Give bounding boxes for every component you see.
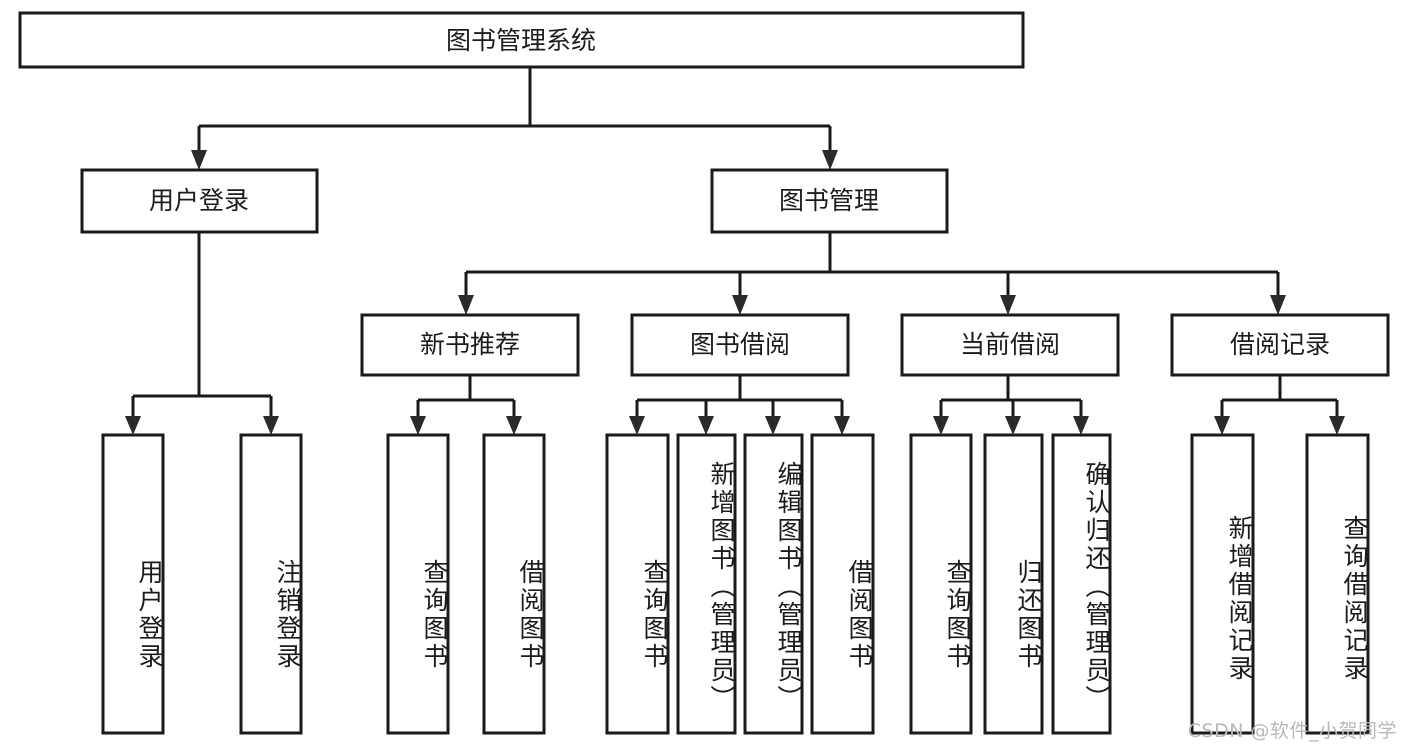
arrow-head-icon [765, 416, 781, 435]
arrow-head-icon [1214, 416, 1230, 435]
node-current-borrow[interactable]: 当前借阅 [900, 313, 1120, 377]
leaf-box-query-borrow-record[interactable] [1305, 433, 1370, 735]
leaf-box-borrow-book-1[interactable] [482, 433, 546, 735]
node-borrow-record[interactable]: 借阅记录 [1170, 313, 1390, 377]
node-new-book-recommend-box[interactable] [360, 313, 580, 377]
leaf-box-logout[interactable] [239, 433, 303, 735]
leaf-box-query-book-2[interactable] [605, 433, 670, 735]
node-current-borrow-box[interactable] [900, 313, 1120, 377]
node-user-login[interactable]: 用户登录 [80, 168, 319, 234]
node-borrow-record-label: 借阅记录 [1230, 330, 1330, 359]
leaf-box-confirm-return-admin[interactable] [1051, 433, 1112, 735]
node-new-book-recommend-label: 新书推荐 [420, 330, 520, 359]
node-user-login-label: 用户登录 [149, 186, 249, 215]
node-root-label: 图书管理系统 [446, 26, 596, 55]
arrow-head-icon [1005, 416, 1021, 435]
arrow-head-icon [458, 295, 474, 315]
leaf-layer [101, 433, 1370, 735]
leaf-box-borrow-book-2[interactable] [810, 433, 875, 735]
node-book-borrow-box[interactable] [630, 313, 850, 377]
arrow-head-icon [410, 416, 426, 435]
arrow-head-icon [1329, 416, 1345, 435]
leaf-box-query-book-3[interactable] [909, 433, 973, 735]
leaf-box-query-book-1[interactable] [386, 433, 450, 735]
node-current-borrow-label: 当前借阅 [960, 330, 1060, 359]
leaf-box-edit-book-admin[interactable] [743, 433, 804, 735]
arrow-head-icon [732, 295, 748, 315]
connector-layer [125, 67, 1345, 435]
node-root[interactable]: 图书管理系统 [18, 11, 1025, 69]
leaf-box-add-book-admin[interactable] [676, 433, 737, 735]
leaf-box-return-book[interactable] [983, 433, 1044, 735]
arrow-head-icon [1073, 416, 1089, 435]
arrow-head-icon [263, 416, 279, 435]
arrow-head-icon [1000, 295, 1016, 315]
node-book-management[interactable]: 图书管理 [710, 168, 949, 234]
node-borrow-record-box[interactable] [1170, 313, 1390, 377]
node-book-management-label: 图书管理 [779, 186, 879, 215]
node-root-box[interactable] [18, 11, 1025, 69]
leaf-box-user-login[interactable] [101, 433, 165, 735]
node-user-login-box[interactable] [80, 168, 319, 234]
arrow-head-icon [834, 416, 850, 435]
node-book-borrow[interactable]: 图书借阅 [630, 313, 850, 377]
node-new-book-recommend[interactable]: 新书推荐 [360, 313, 580, 377]
arrow-head-icon [506, 416, 522, 435]
arrow-head-icon [933, 416, 949, 435]
node-book-management-box[interactable] [710, 168, 949, 234]
arrow-head-icon [822, 150, 838, 170]
arrow-head-icon [698, 416, 714, 435]
watermark-text: CSDN @软件_小贺同学 [1187, 720, 1397, 742]
node-book-borrow-label: 图书借阅 [690, 330, 790, 359]
arrow-head-icon [125, 416, 141, 435]
arrow-head-icon [1270, 295, 1286, 315]
arrow-head-icon [629, 416, 645, 435]
arrow-head-icon [191, 150, 207, 170]
leaf-box-add-borrow-record[interactable] [1190, 433, 1255, 735]
